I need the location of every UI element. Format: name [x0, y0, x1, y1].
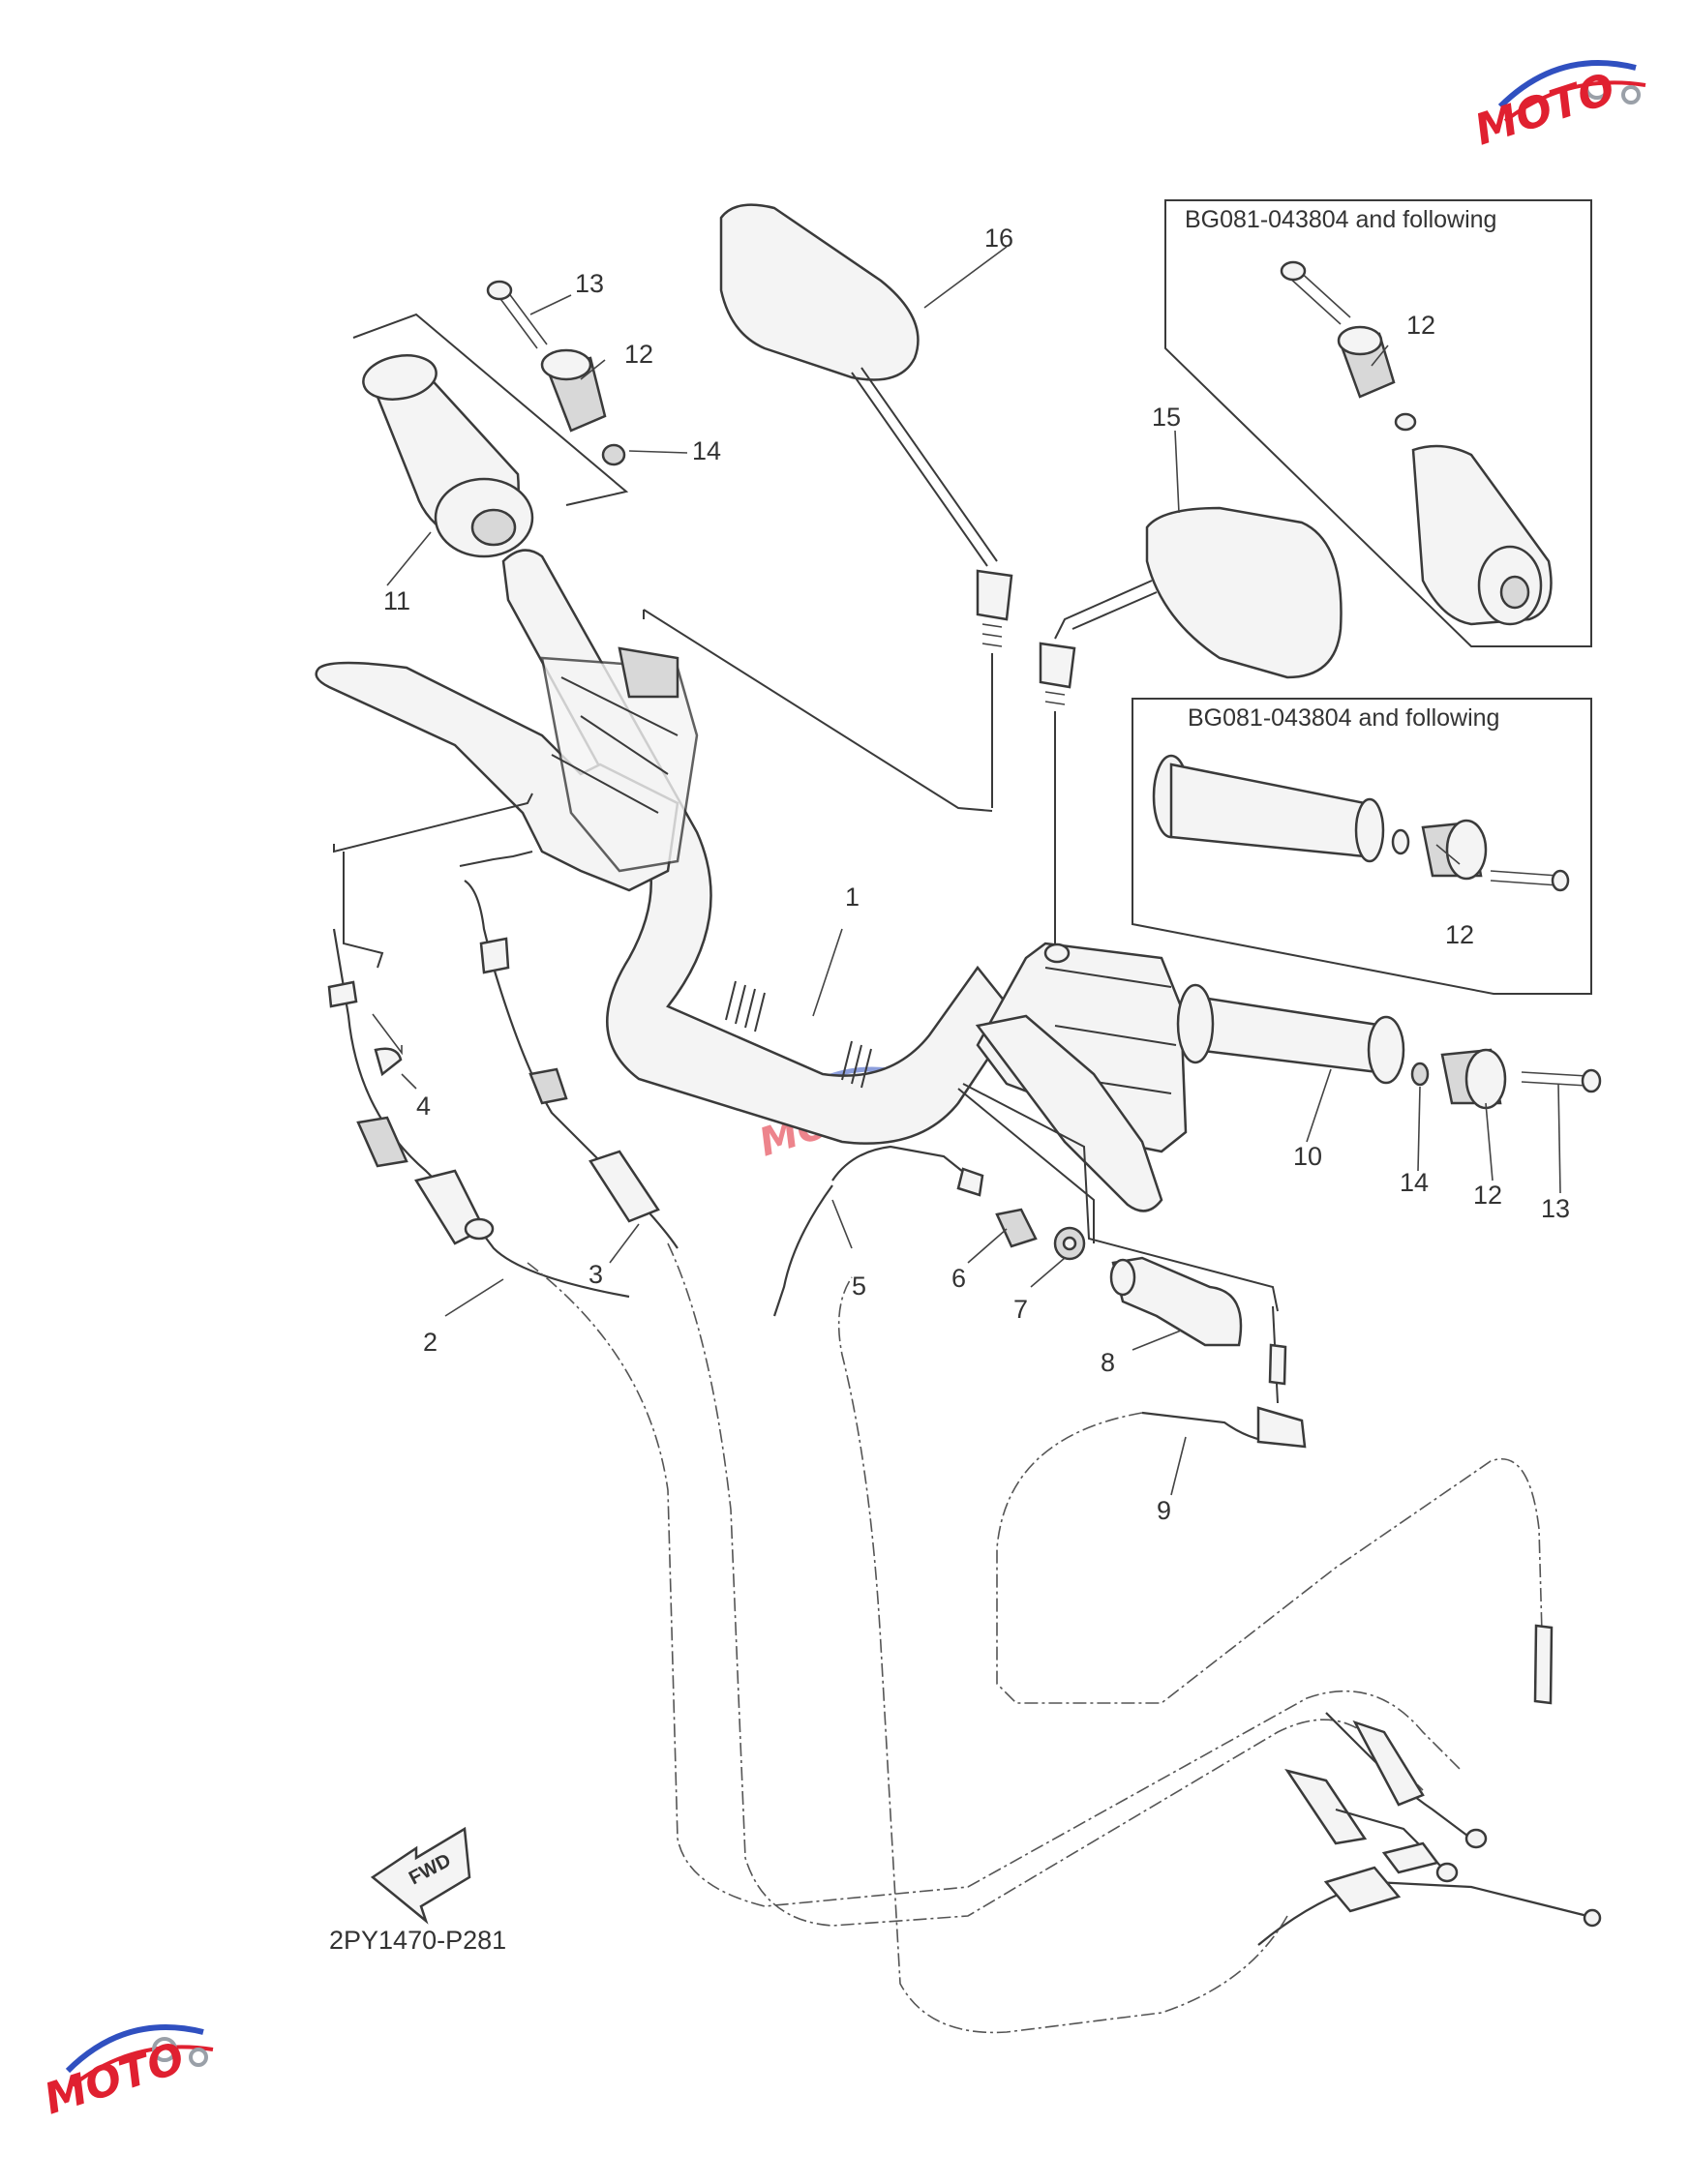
cable-3 [459, 851, 1424, 1927]
fwd-arrow: FWD [370, 1826, 471, 1925]
clutch-lever-assembly [315, 646, 699, 892]
callout-14-left: 14 [692, 436, 721, 465]
callout-15: 15 [1152, 403, 1181, 432]
cable-2 [327, 793, 1463, 1907]
watermark-logo-bottom: MOTO [39, 2024, 214, 2124]
callout-2: 2 [423, 1328, 438, 1357]
callout-10: 10 [1293, 1142, 1322, 1171]
handlebar-1 [501, 549, 1018, 1145]
inset-box-top: BG081-043804 and following [1164, 199, 1592, 647]
callouts: 1 2 3 4 5 6 7 8 9 10 11 12 12 12 12 13 1… [383, 224, 1570, 1525]
leader-lines [386, 246, 1561, 1496]
inset-box-mid: BG081-043804 and following [1132, 698, 1592, 995]
mirror-15 [1039, 506, 1343, 964]
callout-1: 1 [845, 883, 860, 912]
watermark-logo-top: MOTO [1469, 60, 1646, 155]
callout-16: 16 [984, 224, 1013, 253]
callout-4: 4 [416, 1092, 431, 1121]
callout-12-inset-top: 12 [1406, 311, 1435, 340]
callout-12-left: 12 [624, 340, 653, 369]
callout-12-inset-mid: 12 [1445, 920, 1474, 949]
callout-5: 5 [852, 1272, 866, 1301]
mirror-16 [719, 203, 1013, 808]
cable-9 [996, 1305, 1554, 1705]
cable-lower-ends [837, 1276, 1602, 2034]
callout-3: 3 [588, 1260, 603, 1289]
parts-5-8 [643, 609, 1243, 1347]
callout-7: 7 [1013, 1295, 1028, 1324]
callout-6: 6 [951, 1264, 966, 1293]
callout-13-right: 13 [1541, 1194, 1570, 1223]
callout-14-right: 14 [1400, 1168, 1429, 1197]
callout-9: 9 [1157, 1496, 1171, 1525]
callout-11: 11 [383, 586, 410, 615]
inset-mid-title: BG081-043804 and following [1188, 704, 1499, 732]
inset-top-title: BG081-043804 and following [1185, 206, 1496, 233]
right-switch-assembly [962, 942, 1602, 1312]
callout-13-left: 13 [575, 269, 604, 298]
drawing-code: 2PY1470-P281 [329, 1926, 506, 1955]
callout-12-right: 12 [1473, 1181, 1502, 1210]
watermark-text-bottom: MOTO [39, 2033, 191, 2124]
callout-8: 8 [1101, 1348, 1115, 1377]
left-grip-group [352, 280, 629, 558]
